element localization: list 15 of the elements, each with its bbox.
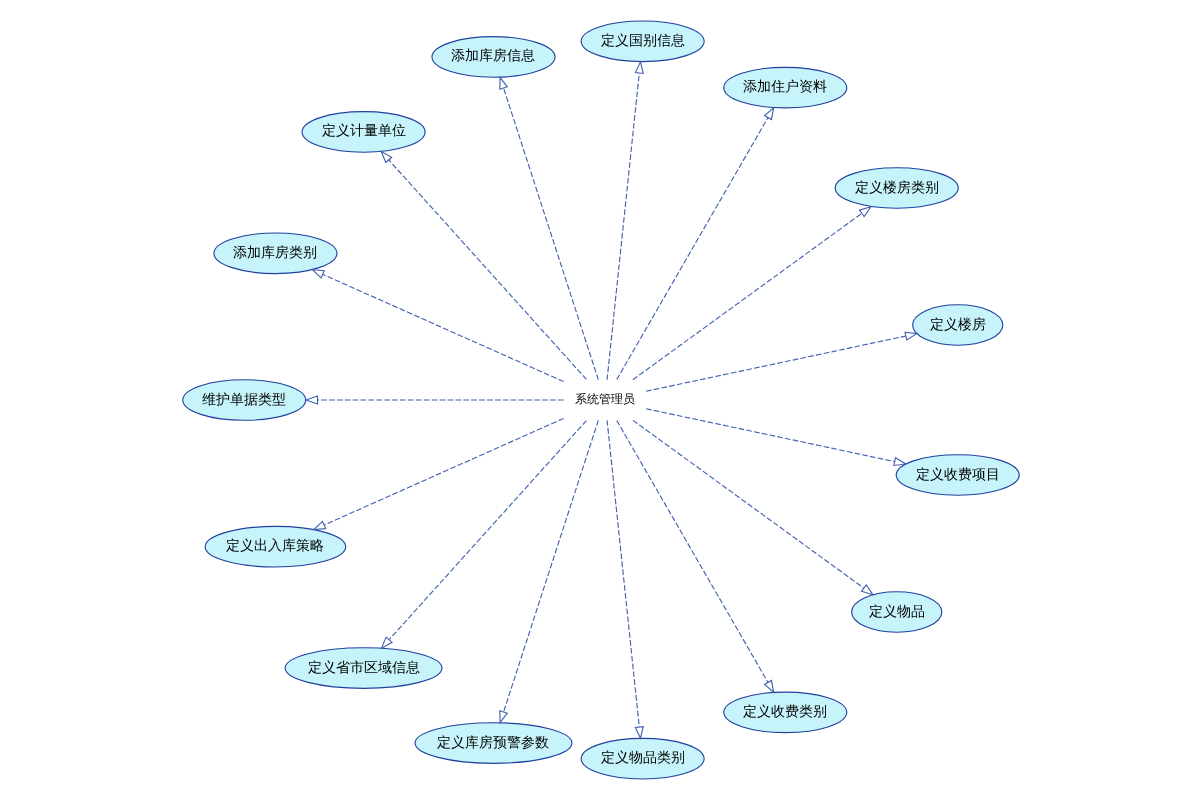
arrow xyxy=(631,419,874,596)
arrow xyxy=(303,395,564,405)
arrow xyxy=(379,420,586,650)
arrow xyxy=(644,408,907,467)
arrow xyxy=(498,75,598,381)
arrow xyxy=(605,60,643,381)
arrow xyxy=(605,419,643,740)
arrow xyxy=(631,205,872,381)
arrow xyxy=(379,150,586,380)
arrow xyxy=(311,417,564,531)
arrow xyxy=(644,331,918,392)
arrow xyxy=(615,419,774,694)
arrow xyxy=(309,269,564,383)
arrow xyxy=(615,106,774,381)
arrow xyxy=(498,419,598,725)
